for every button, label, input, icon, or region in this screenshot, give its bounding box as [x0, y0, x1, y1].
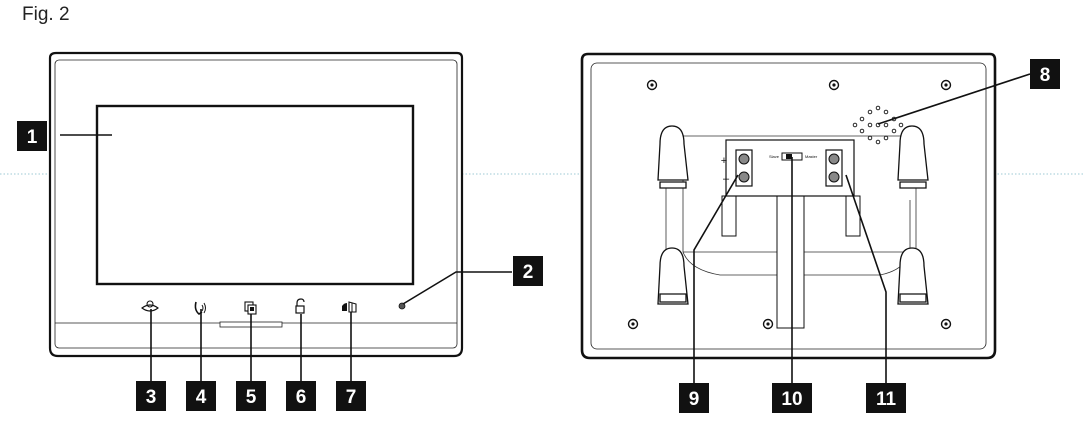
callout-7: 7 [336, 381, 366, 411]
terminal-minus-label: – [723, 173, 730, 185]
switch-label-slave: Slave [769, 154, 780, 159]
svg-text:11: 11 [876, 389, 897, 410]
svg-text:5: 5 [246, 387, 257, 408]
master-slave-switch: Slave Master [769, 152, 818, 161]
svg-text:3: 3 [146, 387, 157, 408]
terminals-left [735, 149, 753, 187]
hanging-feet [657, 125, 929, 305]
callout-10: 10 [772, 383, 812, 413]
call-handset-icon [194, 301, 206, 315]
callout-6: 6 [286, 381, 316, 411]
front-view [48, 51, 464, 358]
switch-label-master: Master [805, 154, 818, 159]
svg-text:6: 6 [296, 387, 307, 408]
svg-text:2: 2 [523, 262, 534, 283]
callout-2: 2 [513, 256, 543, 286]
front-bezel [54, 59, 458, 349]
svg-text:9: 9 [689, 389, 700, 410]
svg-text:7: 7 [346, 387, 357, 408]
screw-holes [627, 79, 952, 330]
svg-text:1: 1 [27, 127, 38, 148]
monitor-eye-icon [141, 300, 159, 312]
back-view: Slave Master + – [580, 52, 997, 360]
terminals-right [825, 149, 843, 187]
callout-8: 8 [1030, 59, 1060, 89]
back-leader-lines [693, 73, 1031, 384]
gate-open-icon [342, 301, 357, 313]
terminal-plus-label: + [721, 155, 727, 167]
speaker-grille [852, 105, 904, 145]
display-screen [95, 104, 415, 286]
callout-1: 1 [17, 121, 47, 151]
svg-text:10: 10 [781, 389, 802, 410]
svg-text:4: 4 [196, 387, 207, 408]
cable-channel [776, 195, 805, 329]
slot-right [845, 195, 861, 237]
callout-9: 9 [679, 383, 709, 413]
figure-title: Fig. 2 [22, 4, 70, 25]
memory-icon [244, 301, 257, 315]
callout-4: 4 [186, 381, 216, 411]
callout-3: 3 [136, 381, 166, 411]
front-leader-lines [60, 134, 512, 382]
slot-left [721, 195, 737, 237]
callout-5: 5 [236, 381, 266, 411]
svg-text:8: 8 [1040, 65, 1051, 86]
back-inner-frame [590, 62, 987, 350]
door-unlock-icon [295, 298, 305, 314]
callout-11: 11 [866, 383, 906, 413]
